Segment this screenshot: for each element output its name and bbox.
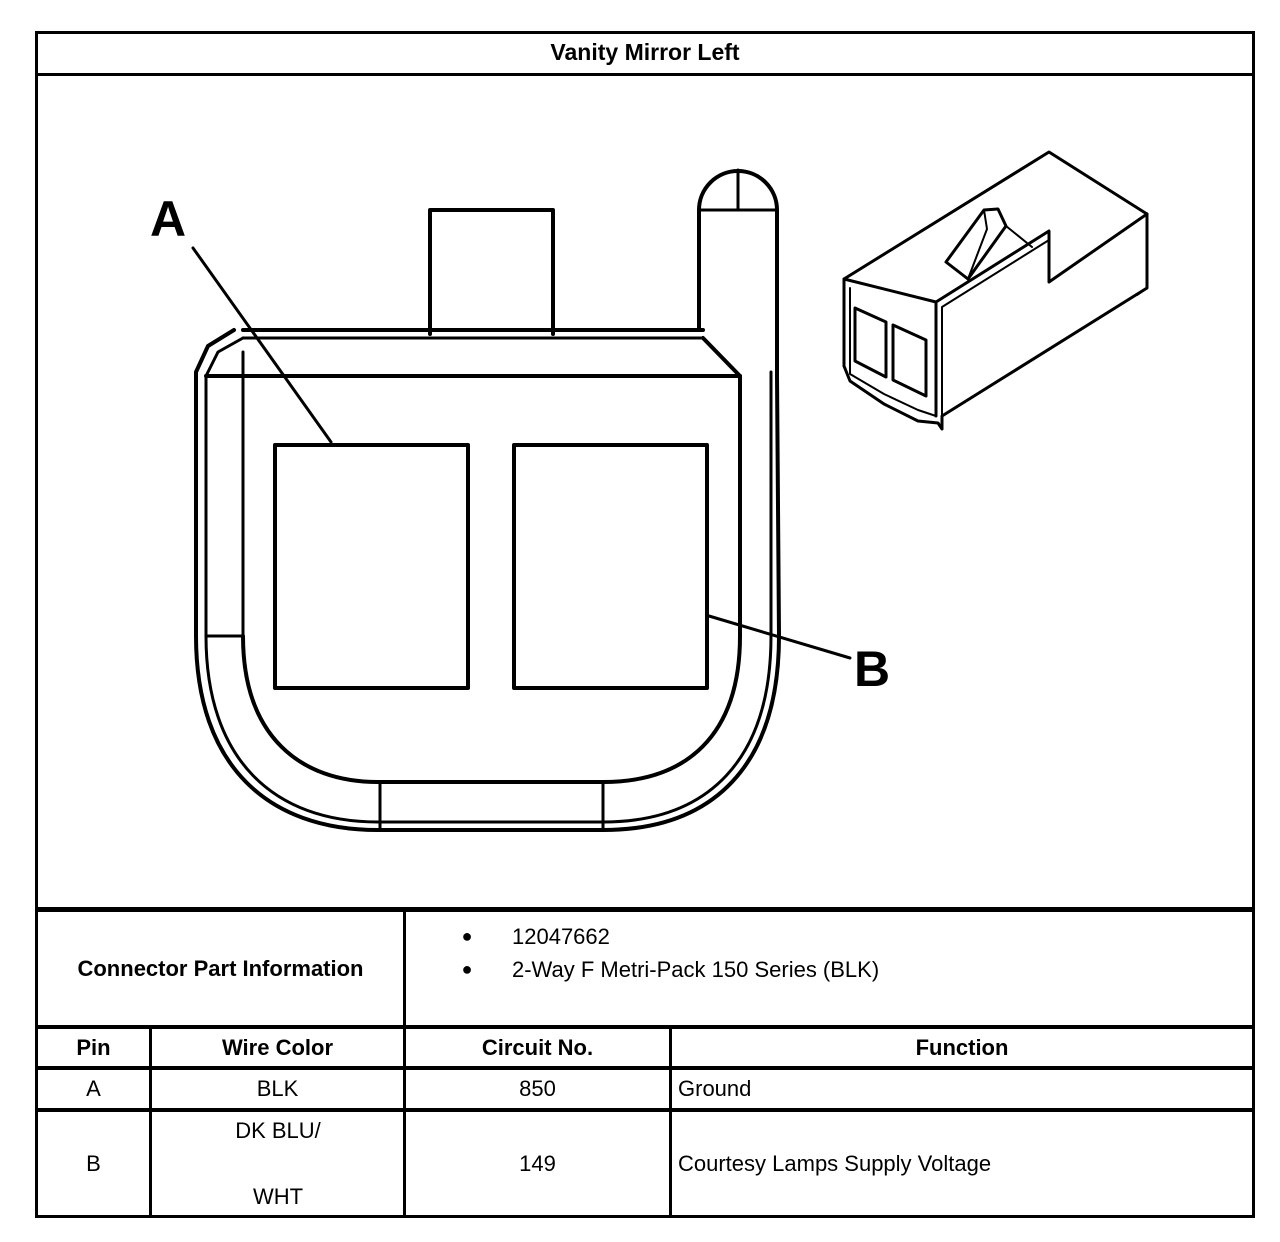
pin-a-callout: A [150, 191, 187, 247]
leader-line-a [191, 246, 333, 444]
header-pin: Pin [76, 1035, 111, 1060]
part-number: 12047662 [512, 924, 610, 949]
row-b-wire-color-line1: DK BLU/ [235, 1118, 321, 1143]
row-a-pin: A [86, 1076, 101, 1101]
connector-part-list: ● 12047662 ● 2-Way F Metri-Pack 150 Seri… [460, 920, 880, 986]
connector-info-divider [35, 1025, 1255, 1029]
connector-face-drawing: A B [38, 76, 1252, 910]
row-b-pin: B [86, 1151, 101, 1176]
row-a-circuit: 850 [519, 1076, 556, 1101]
column-divider-3 [669, 1027, 672, 1216]
column-divider-1 [149, 1027, 152, 1216]
row-b-circuit: 149 [519, 1151, 556, 1176]
row-a-divider [35, 1108, 1255, 1112]
column-divider-2 [403, 910, 406, 1216]
document-frame [35, 31, 1255, 1218]
row-b-function: Courtesy Lamps Supply Voltage [678, 1151, 992, 1176]
row-a-function: Ground [678, 1076, 752, 1101]
header-wire-color: Wire Color [221, 1035, 334, 1060]
bullet-icon: ● [461, 926, 473, 946]
header-row-divider [35, 1066, 1255, 1070]
connector-title: Vanity Mirror Left [35, 31, 1255, 76]
header-function: Function [915, 1035, 1009, 1060]
latch-tab [428, 208, 555, 336]
row-a-wire-color: BLK [256, 1076, 299, 1101]
row-b-wire-color: DK BLU/ WHT [152, 1112, 404, 1216]
list-item: ● 12047662 [460, 920, 879, 953]
header-circuit-no: Circuit No. [481, 1035, 594, 1060]
bullet-icon: ● [461, 959, 473, 979]
connector-isometric-view [842, 150, 1149, 431]
connector-info-label: Connector Part Information [77, 955, 364, 981]
leader-line-b [707, 614, 852, 660]
cavity-b [512, 443, 709, 690]
pin-b-callout: B [854, 641, 891, 697]
row-b-wire-color-line2: WHT [252, 1184, 304, 1209]
cavity-a [273, 443, 470, 690]
connector-description: 2-Way F Metri-Pack 150 Series (BLK) [512, 957, 880, 982]
list-item: ● 2-Way F Metri-Pack 150 Series (BLK) [460, 953, 880, 986]
table-top-divider [35, 907, 1255, 912]
connector-illustration [191, 150, 1149, 832]
